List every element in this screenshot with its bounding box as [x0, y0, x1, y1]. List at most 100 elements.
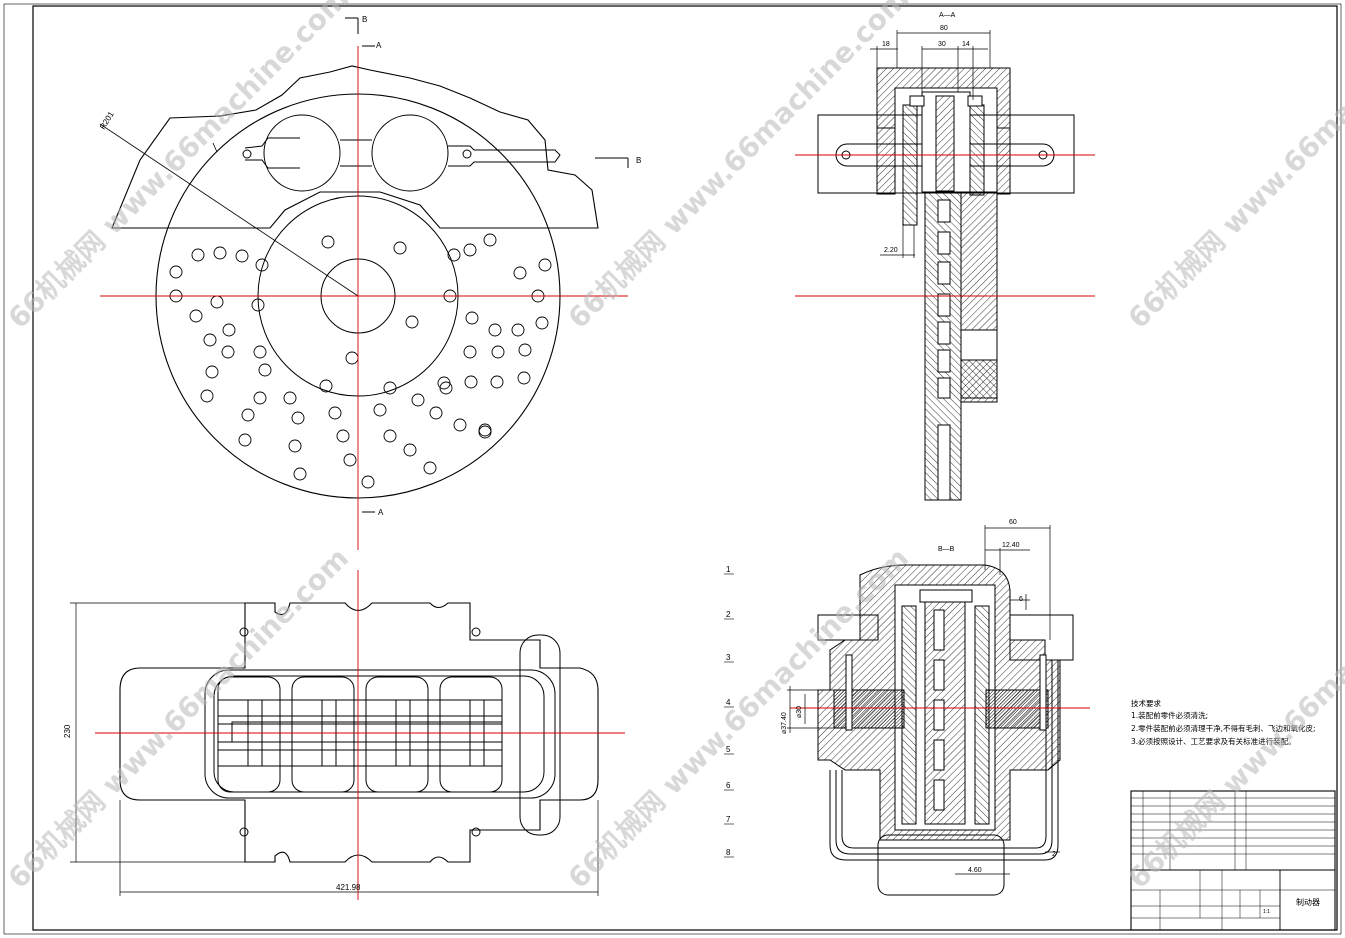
- vent-hole: [255, 258, 269, 272]
- vent-hole: [491, 345, 505, 359]
- vent-hole: [189, 309, 203, 323]
- vent-hole: [478, 423, 492, 437]
- plan-view-centerlines: [95, 570, 625, 900]
- dimension-421-98: 421.98: [336, 883, 361, 892]
- vent-hole: [191, 248, 205, 262]
- tech-item-2: 2.零件装配前必须清理干净,不得有毛刺、飞边和氧化皮;: [1131, 723, 1316, 733]
- section-aa-dimensions: [870, 30, 991, 258]
- vent-hole: [283, 391, 297, 405]
- vent-hole: [411, 393, 425, 407]
- section-b-label-top: B: [362, 15, 367, 24]
- dimension-4-60: 4.60: [968, 867, 982, 874]
- vent-hole: [463, 243, 477, 257]
- front-view-centerlines: [100, 46, 628, 550]
- drawing-frame: [3, 3, 1342, 935]
- vent-hole: [490, 375, 504, 389]
- watermark-text: 66机械网 www.66machine.com: [2, 541, 355, 894]
- part-number-1: 1: [726, 565, 731, 574]
- technical-requirements: 技术要求 1.装配前零件必须清洗; 2.零件装配前必须清理干净,不得有毛刺、飞边…: [1131, 698, 1316, 746]
- section-a-label-bottom: A: [378, 508, 384, 517]
- vent-hole: [517, 371, 531, 385]
- disc-ventilation-holes: [169, 233, 552, 489]
- part-number-callouts: 1 2 3 4 5 6 7 8: [724, 565, 734, 858]
- section-aa-centerlines: [795, 154, 1095, 297]
- dimension-2: 2: [1052, 851, 1056, 858]
- front-view: [99, 65, 599, 499]
- vent-hole: [205, 365, 219, 379]
- dimension-80: 80: [940, 25, 948, 32]
- vent-hole: [258, 363, 272, 377]
- vent-hole: [213, 246, 227, 260]
- vent-hole: [200, 389, 214, 403]
- vent-hole: [241, 408, 255, 422]
- section-bb-title: B—B: [938, 546, 955, 553]
- vent-hole: [511, 323, 525, 337]
- dimension-2-20: 2.20: [884, 247, 898, 254]
- tech-item-1: 1.装配前零件必须清洗;: [1131, 710, 1208, 720]
- vent-hole: [464, 375, 478, 389]
- vent-hole: [319, 379, 333, 393]
- vent-hole: [383, 429, 397, 443]
- diameter-30: ⌀30: [796, 706, 803, 718]
- part-number-6: 6: [726, 781, 731, 790]
- front-view-section-arrows: [345, 17, 629, 513]
- watermark-text: 66机械网 www.66machine.com: [2, 0, 355, 335]
- vent-hole: [221, 345, 235, 359]
- section-b-label-side: B: [636, 156, 641, 165]
- watermark-layer: 66机械网 www.66machine.com 66机械网 www.66machi…: [2, 0, 1345, 895]
- section-aa-title: A—A: [939, 12, 956, 19]
- vent-hole: [483, 233, 497, 247]
- vent-hole: [538, 258, 552, 272]
- vent-hole: [361, 475, 375, 489]
- watermark-text: 66机械网 www.66machine.com: [1122, 0, 1345, 335]
- dimension-230: 230: [63, 724, 72, 738]
- tech-heading: 技术要求: [1131, 698, 1161, 708]
- vent-hole: [203, 333, 217, 347]
- vent-hole: [465, 311, 479, 325]
- vent-hole: [429, 406, 443, 420]
- vent-hole: [518, 343, 532, 357]
- vent-hole: [463, 345, 477, 359]
- vent-hole: [251, 298, 265, 312]
- vent-hole: [513, 266, 527, 280]
- part-number-4: 4: [726, 698, 731, 707]
- vent-hole: [383, 381, 397, 395]
- vent-hole: [321, 235, 335, 249]
- radius-dimension: R201: [98, 110, 116, 131]
- part-number-3: 3: [726, 653, 731, 662]
- diameter-37-40: ⌀37.40: [781, 712, 788, 734]
- vent-hole: [235, 249, 249, 263]
- vent-hole: [210, 295, 224, 309]
- part-number-8: 8: [726, 848, 731, 857]
- part-number-7: 7: [726, 815, 731, 824]
- vent-hole: [343, 453, 357, 467]
- vent-hole: [253, 345, 267, 359]
- title-block: [1130, 790, 1336, 931]
- section-aa-view: [817, 67, 1075, 501]
- vent-hole: [345, 351, 359, 365]
- section-a-label-top: A: [376, 41, 382, 50]
- vent-hole: [535, 316, 549, 330]
- dimension-30: 30: [938, 41, 946, 48]
- vent-hole: [439, 381, 453, 395]
- vent-hole: [253, 391, 267, 405]
- section-bb-view: [817, 564, 1074, 896]
- part-number-5: 5: [726, 745, 731, 754]
- vent-hole: [488, 323, 502, 337]
- vent-hole: [393, 241, 407, 255]
- vent-hole: [328, 406, 342, 420]
- part-number-2: 2: [726, 610, 731, 619]
- drawing-title: 制动器: [1296, 897, 1320, 907]
- section-bb-dimensions: [787, 525, 1060, 875]
- drawing-scale: 1:1: [1263, 909, 1270, 915]
- dimension-6: 6: [1019, 596, 1023, 603]
- dimension-60: 60: [1009, 519, 1017, 526]
- vent-hole: [403, 443, 417, 457]
- vent-hole: [336, 429, 350, 443]
- vent-hole: [453, 418, 467, 432]
- tech-item-3: 3.必须按照设计、工艺要求及有关标准进行装配。: [1131, 736, 1296, 746]
- vent-hole: [238, 433, 252, 447]
- vent-hole: [169, 265, 183, 279]
- vent-hole: [447, 248, 461, 262]
